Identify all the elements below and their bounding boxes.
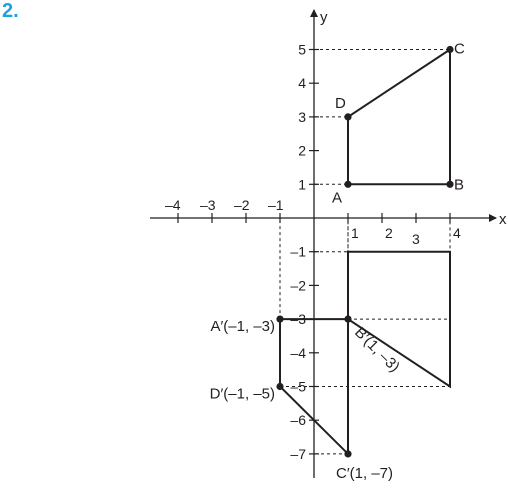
image-label-d: D′(–1, –5): [210, 386, 275, 403]
x-tick-label: 4: [453, 225, 461, 241]
axes: x y: [150, 9, 507, 478]
vertex-point: [344, 113, 352, 121]
y-tick-label: –7: [290, 446, 306, 462]
y-tick-label: 1: [298, 176, 306, 192]
vertex-point: [344, 450, 352, 458]
y-tick-label: –6: [290, 412, 306, 428]
y-tick-label: –1: [290, 244, 306, 260]
y-tick-label: 3: [298, 109, 306, 125]
vertex-point: [446, 180, 454, 188]
x-tick-label: –4: [165, 197, 181, 213]
vertex-point: [344, 315, 352, 323]
x-tick-label: –1: [268, 197, 284, 213]
vertex-label-a: A: [332, 189, 342, 206]
x-tick-label: –3: [200, 197, 216, 213]
intermediate-quadrilateral: [347, 250, 451, 389]
image-label-c: C′(1, –7): [336, 465, 393, 482]
vertex-point: [446, 45, 454, 54]
y-tick-label: 5: [298, 42, 306, 58]
vertex-point: [276, 315, 284, 323]
vertex-label-c: C: [454, 41, 465, 58]
y-tick-label: –4: [290, 345, 306, 361]
x-tick-label: –2: [234, 197, 250, 213]
y-tick-label: 2: [298, 143, 306, 159]
x-tick-label: 1: [351, 225, 359, 241]
vertex-point: [276, 382, 284, 391]
x-tick-label: 3: [412, 231, 420, 247]
y-axis-label: y: [320, 9, 328, 26]
y-tick-label: 4: [298, 75, 306, 91]
vertex-label-b: B: [454, 176, 464, 193]
image-label-a: A′(–1, –3): [210, 318, 275, 335]
quadrilateral-abcd: [347, 47, 451, 186]
y-tick-label: –5: [290, 379, 306, 395]
vertex-label-d: D: [335, 95, 346, 112]
points: [276, 45, 454, 458]
x-tick-label: 2: [385, 225, 393, 241]
x-axis-label: x: [499, 211, 507, 228]
problem-number: 2.: [2, 0, 19, 22]
vertex-point: [344, 180, 352, 188]
y-tick-label: –2: [290, 277, 306, 293]
